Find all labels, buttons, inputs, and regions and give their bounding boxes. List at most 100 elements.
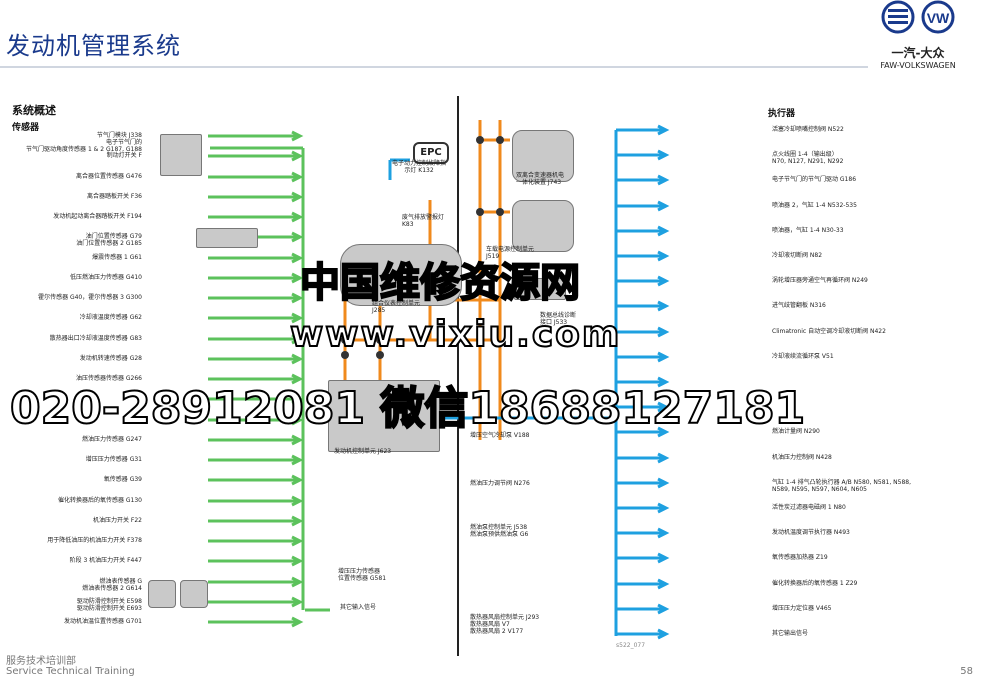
actuator-arrowhead — [657, 300, 670, 312]
diagnostic-connector-part — [514, 278, 566, 300]
actuator-arrowhead — [657, 250, 670, 262]
watermark-line-1: 中国维修资源网 — [299, 259, 581, 307]
actuator-label: 燃油计量阀 N290 — [772, 428, 820, 435]
other-inputs-label: 其它输入信号 — [340, 604, 377, 611]
epc-badge: EPC — [413, 142, 449, 164]
sensor-label: 燃油压力传感器 G247 — [81, 436, 142, 443]
actuator-label: 活塞冷却喷嘴控制阀 N522 — [772, 126, 844, 133]
sensor-arrowhead — [291, 555, 304, 567]
actuator-arrowhead — [657, 452, 670, 464]
actuator-arrowhead — [657, 401, 670, 413]
actuator-label: 气缸 1-4 排气凸轮执行器 A/B N580, N581, N588, N58… — [772, 479, 912, 493]
sensor-label: 驱动防滑控制开关 E598 驱动防滑控制开关 E693 — [76, 598, 142, 612]
traction-switch-2-part — [180, 580, 208, 608]
sensor-label: 冷却液温度传感器 G62 — [79, 314, 142, 321]
sensor-arrowhead — [291, 373, 304, 385]
actuator-label: 其它输出信号 — [772, 630, 809, 637]
throttle-module-part — [160, 134, 202, 176]
sensor-arrowhead — [291, 353, 304, 365]
sensor-arrowhead — [291, 454, 304, 466]
actuator-arrowhead — [657, 376, 670, 388]
exhaust-lamp-label: 废气排放警报灯 K83 — [402, 214, 445, 228]
sensor-arrowhead — [291, 272, 304, 284]
actuator-label: 喷油器 2，气缸 1-4 N532-535 — [772, 202, 857, 209]
footer-department: 服务技术培训部 — [6, 656, 76, 667]
sensor-arrowhead — [291, 231, 304, 243]
actuator-arrowhead — [657, 477, 670, 489]
sensor-arrowhead — [291, 414, 304, 426]
sensor-label: 氧传感器 G39 — [103, 476, 142, 483]
watermark-line-3: 020-28912081 微信18688127181 — [9, 382, 806, 435]
fan-ctrl-label: 散热器风扇控制单元 J293 散热器风扇 V7 散热器风扇 2 V177 — [470, 614, 540, 635]
traction-switch-1-part — [148, 580, 176, 608]
actuator-label: 进气歧管翻板 N316 — [772, 302, 826, 309]
page-number: 58 — [960, 666, 973, 677]
sensor-label: 油门位置传感器 G79 油门位置传感器 2 G185 — [76, 233, 142, 247]
sensor-label: 散热器出口冷却液温度传感器 G83 — [49, 335, 142, 342]
actuator-label: 冷却液续流循环泵 V51 — [772, 353, 834, 360]
section-actuators: 执行器 — [768, 109, 796, 119]
actuator-arrowhead — [657, 124, 670, 136]
actuator-label: 活性炭过滤器电磁阀 1 N80 — [772, 504, 846, 511]
onboard-supply-part — [512, 200, 574, 252]
sensor-label: 离合器踏板开关 F36 — [87, 193, 142, 200]
sensor-label: 霍尔传感器 G40，霍尔传感器 3 G300 — [38, 294, 142, 301]
actuator-arrowhead — [657, 149, 670, 161]
actuator-arrowhead — [657, 552, 670, 564]
actuator-label: 发动机温度调节执行器 N493 — [772, 529, 850, 536]
actuator-arrowhead — [657, 426, 670, 438]
sensor-arrowhead — [291, 393, 304, 405]
pedal-sensor-part — [196, 228, 258, 248]
sensor-label: 油压传感器传感器 G266 — [75, 375, 142, 382]
actuator-arrowhead — [657, 200, 670, 212]
sensor-arrowhead — [291, 576, 304, 588]
diagram-code: s522_077 — [616, 642, 646, 649]
actuator-label: 电子节气门的节气门驱动 G186 — [772, 176, 857, 183]
actuator-label: 氧传感器加热器 Z19 — [772, 554, 828, 561]
actuator-arrowhead — [657, 225, 670, 237]
sensor-label: 离合器位置传感器 G476 — [75, 173, 142, 180]
sensor-arrowhead — [291, 434, 304, 446]
pressure-valve-label: 燃油压力调节阀 N276 — [470, 480, 530, 487]
sensor-arrowhead — [291, 474, 304, 486]
epc-label: 电子动力控制故障指 示灯 K132 — [392, 160, 447, 174]
svg-text:VW: VW — [927, 10, 950, 26]
actuator-arrowhead — [657, 578, 670, 590]
actuator-label: 点火线圈 1-4（输出级） N70, N127, N291, N292 — [772, 151, 844, 165]
sensor-label: 燃油表传感器 G 燃油表传感器 2 G614 — [82, 578, 142, 592]
sensor-label: 增压压力传感器 G31 — [85, 456, 142, 463]
boost-sensor-label: 增压压力传感器 位置传感器 G581 — [338, 568, 387, 582]
sensor-label: 制动灯开关 F — [106, 152, 142, 159]
onboard-supply-label: 车载电源控制单元 J519 — [486, 246, 535, 260]
sensor-arrowhead — [291, 171, 304, 183]
actuator-arrowhead — [657, 527, 670, 539]
sensor-arrowhead — [291, 616, 304, 628]
diag-interface-label: 数据总线诊断 接口 J533 — [540, 312, 577, 326]
sensor-arrowhead — [291, 596, 304, 608]
sensor-arrowhead — [291, 333, 304, 345]
brand-cn: 一汽-大众 — [891, 46, 945, 60]
actuator-label: 喷油器，气缸 1-4 N30-33 — [772, 227, 844, 234]
page-title: 发动机管理系统 — [6, 32, 181, 60]
sensor-label: 节气门模块 J338 电子节气门的 节气门驱动角度传感器 1 & 2 G187,… — [26, 132, 142, 153]
dual-clutch-label: 双离合变速器机电 一体化装置 J743 — [516, 172, 565, 186]
sensor-label: 发动机起动离合器踏板开关 F194 — [53, 213, 142, 220]
actuator-label: 催化转换器后的氧传感器 1 Z29 — [772, 580, 858, 587]
fuel-pump-label: 燃油泵控制单元 J538 燃油泵预供燃油泵 G6 — [470, 524, 529, 538]
sensor-arrowhead — [291, 495, 304, 507]
sensor-arrowhead — [291, 535, 304, 547]
header-divider — [0, 66, 868, 68]
charge-pump-label: 增压空气冷却泵 V188 — [470, 432, 530, 439]
actuator-arrowhead — [657, 275, 670, 287]
actuator-label: 涡轮增压器旁通空气再循环阀 N249 — [772, 277, 868, 284]
footer-training: Service Technical Training — [6, 666, 135, 677]
section-overview: 系统概述 — [12, 104, 56, 117]
brand-en: FAW-VOLKSWAGEN — [880, 61, 956, 70]
sensor-label: 机油压力开关 F22 — [93, 517, 142, 524]
bus-junctions — [341, 136, 504, 359]
brand-logo: VW 一汽-大众 FAW-VOLKSWAGEN — [863, 0, 973, 70]
sensor-arrowhead — [291, 211, 304, 223]
actuator-label: 机油压力控制阀 N428 — [772, 454, 832, 461]
sensor-label: 催化转换器后的氧传感器 G130 — [57, 497, 142, 504]
sensor-arrowhead — [291, 130, 304, 142]
